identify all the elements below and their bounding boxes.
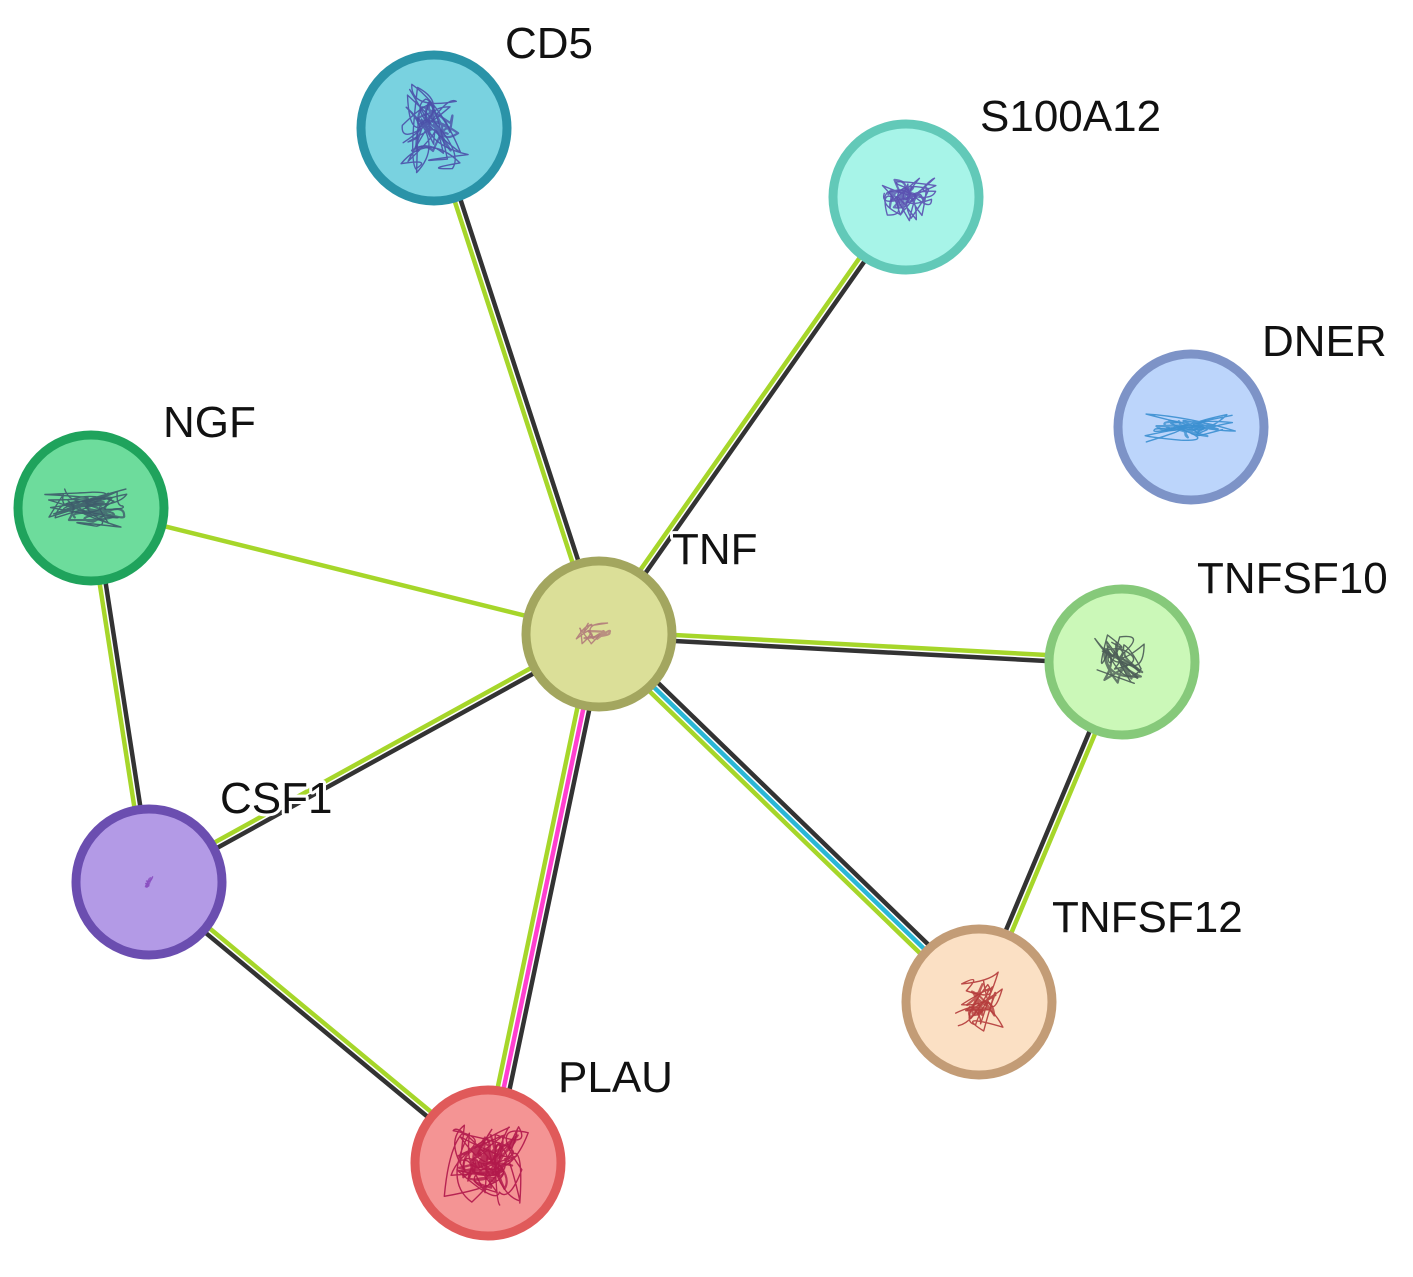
edge-strand [479,630,596,1165]
nodes-layer [13,50,1269,1241]
node-plau[interactable] [410,1085,566,1241]
node-s100a12[interactable] [828,119,984,275]
node-tnfsf10[interactable] [1044,584,1200,740]
node-label-s100a12: S100A12 [980,92,1161,141]
protein-structure-icon [881,177,937,222]
node-label-ngf: NGF [163,398,256,447]
edge-tnf-tnfsf12[interactable] [592,627,986,1009]
edge-strand [596,628,1125,662]
edge-tnf-plau[interactable] [479,630,608,1167]
protein-structure-icon [144,876,154,888]
protein-structure-icon [575,622,612,645]
node-circle [13,430,169,586]
protein-structure-icon [400,83,469,174]
node-dner[interactable] [1113,349,1269,505]
node-label-dner: DNER [1262,317,1387,366]
edge-tnf-csf1[interactable] [145,629,603,887]
edge-strand [491,632,608,1167]
edge-tnf-tnfsf10[interactable] [596,628,1125,668]
node-ngf[interactable] [13,430,169,586]
edge-tnf-s100a12[interactable] [594,193,911,638]
protein-structure-icon [1094,634,1145,685]
edge-strand [596,634,1125,668]
node-label-tnfsf10: TNFSF10 [1197,554,1388,603]
node-tnf[interactable] [521,556,677,712]
protein-structure-icon [443,1124,529,1206]
protein-structure-icon [44,488,128,528]
edge-strand [428,126,599,638]
edge-strand [148,634,603,887]
node-cd5[interactable] [356,50,512,206]
edge-tnf-cd5[interactable] [428,124,605,638]
node-label-csf1: CSF1 [220,774,332,823]
edge-strand [592,636,978,1009]
edge-strand [600,627,986,1000]
node-label-tnf: TNF [672,525,758,574]
node-label-cd5: CD5 [505,19,593,68]
node-label-tnfsf12: TNFSF12 [1052,893,1243,942]
edge-strand [145,629,600,882]
node-csf1[interactable] [71,804,227,960]
edge-strand [599,196,911,638]
protein-structure-icon [955,971,1004,1032]
node-circle [828,119,984,275]
node-label-plau: PLAU [558,1053,673,1102]
edges-layer [85,124,1128,1168]
node-tnfsf12[interactable] [901,924,1057,1080]
edge-strand [596,631,982,1005]
protein-structure-icon [1144,413,1236,443]
edge-strand [434,124,605,636]
edge-tnf-ngf[interactable] [88,505,602,637]
edge-strand [485,631,602,1166]
edge-strand [594,193,906,635]
edge-strand [88,505,602,637]
